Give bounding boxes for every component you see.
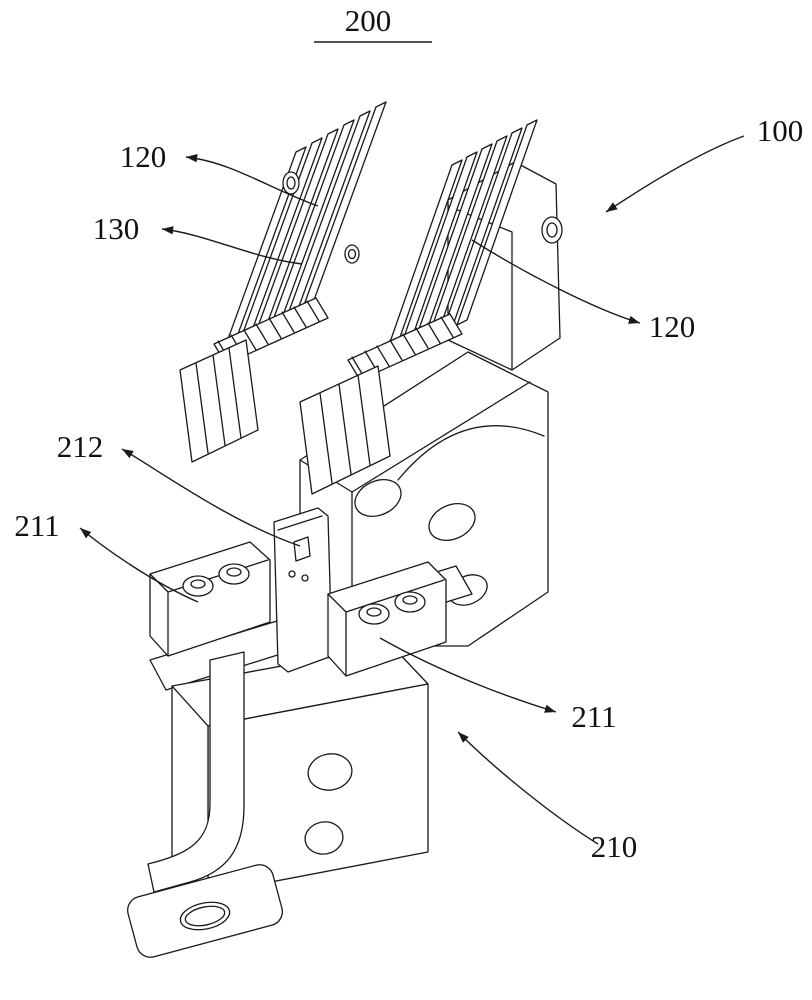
terminal-foot-hole-inner <box>184 905 226 927</box>
leader-130 <box>161 226 303 265</box>
body-hole <box>428 503 476 541</box>
clamp-bolt-dome-top <box>226 567 242 577</box>
leaf-spring-stack-right <box>381 119 538 366</box>
clamp-bolt-dome-top <box>366 607 382 617</box>
label-210: 210 <box>591 829 638 864</box>
contact-pad-middle <box>299 365 391 495</box>
body-hole <box>354 479 402 517</box>
leader-211-left <box>79 527 199 603</box>
clamp-block-right <box>327 561 447 677</box>
terminal-strap <box>147 651 245 893</box>
leaf-spring-slat <box>456 119 538 326</box>
bolt <box>282 171 300 195</box>
center-rail <box>273 507 333 673</box>
label-211-right: 211 <box>571 699 616 734</box>
clamp-bolt-dome-top <box>402 595 418 605</box>
leader-120-upper-left <box>185 154 319 207</box>
clamp-bolt-dome-top <box>190 579 206 589</box>
mounting-block-edge <box>447 205 513 371</box>
bolt <box>344 244 360 264</box>
figure-title: 200 <box>345 3 392 38</box>
label-100: 100 <box>757 113 804 148</box>
label-120-upper-right: 120 <box>649 309 696 344</box>
reference-labels: 200 120 130 100 120 212 211 211 210 <box>14 3 803 864</box>
contact-pad-left <box>179 339 259 463</box>
rail-notch <box>293 536 311 562</box>
leader-120-upper-right <box>471 239 641 324</box>
side-boss-face <box>546 222 558 238</box>
leader-211-right <box>379 637 557 713</box>
leader-210 <box>457 731 599 845</box>
clamp-block-left <box>149 541 271 657</box>
upper-body-arc <box>397 425 545 481</box>
base-hole <box>307 753 353 791</box>
upper-contact-assembly <box>179 101 563 647</box>
leaf-spring-stack-left <box>223 101 387 351</box>
contact-comb-right <box>347 313 463 381</box>
rail-pin <box>288 570 296 578</box>
rail-pin <box>301 574 309 582</box>
leader-100 <box>605 135 745 213</box>
label-130: 130 <box>93 211 140 246</box>
lower-terminal-assembly <box>127 507 473 958</box>
terminal-foot <box>127 864 283 958</box>
leader-212 <box>121 448 301 547</box>
base-hole <box>304 821 344 855</box>
leader-lines <box>79 135 745 845</box>
label-120-upper-left: 120 <box>120 139 167 174</box>
label-211-left: 211 <box>14 508 59 543</box>
label-212: 212 <box>57 429 104 464</box>
